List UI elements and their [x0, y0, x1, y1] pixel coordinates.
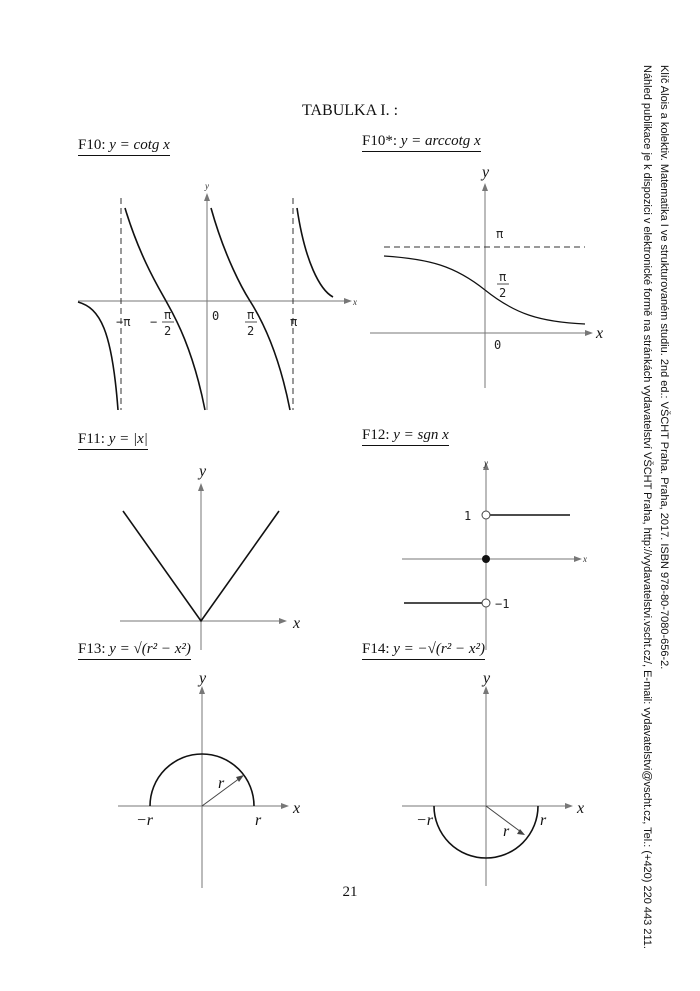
f12-tick-one: 1 — [464, 509, 471, 523]
page-number: 21 — [342, 884, 358, 900]
f10s-graph: x y π π 2 0 — [370, 164, 603, 388]
f14-radius — [485, 805, 522, 833]
f14-label: F14: — [362, 641, 390, 657]
f14-radius-arrow — [517, 829, 525, 835]
f10-x-label: x — [352, 297, 357, 307]
f10-tick-zero: 0 — [212, 309, 219, 323]
f10-branch-4 — [296, 207, 334, 298]
f10s-curve — [383, 255, 586, 325]
f11-y-arrow — [198, 483, 204, 491]
f12-origin-point — [482, 555, 490, 563]
f12-y-arrow — [483, 462, 489, 470]
f10-tick-neg-half-den: 2 — [164, 324, 171, 338]
f10s-tick-half-den: 2 — [499, 286, 506, 300]
f10-label: F10: — [78, 137, 106, 153]
f10s-y-label: y — [480, 164, 490, 181]
f10s-tick-half-num: π — [499, 270, 506, 284]
f10s-label: F10*: — [362, 133, 398, 149]
f10-y-arrow — [204, 193, 210, 201]
f10s-tick-pi: π — [496, 227, 503, 241]
f10s-y-arrow — [482, 183, 488, 191]
f13-radius-arrow — [236, 775, 244, 782]
f14-tick-neg-r: −r — [416, 812, 434, 829]
f13-y-label: y — [197, 670, 207, 687]
f13-caption: F13: y = √(r² − x²) — [78, 641, 191, 660]
side-note-line-2: Náhled publikace je k dispozici v elektr… — [641, 65, 653, 949]
f13-tick-neg-r: −r — [136, 812, 154, 829]
f14-curve — [433, 805, 539, 859]
f13-label: F13: — [78, 641, 106, 657]
f10-branch-2 — [124, 207, 206, 411]
f13-curve — [149, 753, 255, 807]
f11-y-label: y — [197, 463, 207, 480]
f11-curve — [122, 510, 280, 623]
f13-y-arrow — [199, 686, 205, 694]
f13-radius-label: r — [218, 775, 225, 792]
f12-y-label: y — [483, 458, 488, 468]
f14-formula: y = −√(r² − x²) — [393, 641, 486, 657]
f10-tick-half-num: π — [247, 308, 254, 322]
f10-tick-half-den: 2 — [247, 324, 254, 338]
f10-tick-neg-pi: −π — [116, 315, 130, 329]
page-heading: TABULKA I. : — [301, 102, 399, 119]
f10-x-arrow — [344, 298, 352, 304]
f14-y-label: y — [481, 670, 491, 687]
f14-caption: F14: y = −√(r² − x²) — [362, 641, 486, 660]
f12-x-arrow — [574, 556, 582, 562]
f13-radius — [201, 777, 241, 807]
f10-tick-neg-sign: − — [150, 315, 157, 329]
f11-formula: y = |x| — [108, 431, 148, 447]
f12-graph: x y 1 −1 — [402, 458, 587, 650]
f12-label: F12: — [362, 427, 390, 443]
f14-x-arrow — [565, 803, 573, 809]
f10s-formula: y = arccotg x — [400, 133, 481, 149]
f11-graph: x y — [120, 463, 300, 650]
f14-tick-r: r — [540, 812, 547, 829]
f11-x-arrow — [279, 618, 287, 624]
f10-branch-3 — [210, 207, 291, 411]
f12-open-point-top — [481, 510, 491, 520]
f13-formula: y = √(r² − x²) — [109, 641, 191, 657]
f14-x-label: x — [576, 800, 584, 817]
f10-branch-1 — [77, 301, 119, 411]
f10-graph: x y −π − π 2 0 π 2 π — [77, 181, 357, 411]
f10-formula: y = cotg x — [109, 137, 170, 153]
f12-formula: y = sgn x — [393, 427, 449, 443]
f10s-x-arrow — [585, 330, 593, 336]
f10s-tick-zero: 0 — [494, 338, 501, 352]
f13-tick-r: r — [255, 812, 262, 829]
f10s-x-label: x — [595, 325, 603, 342]
f12-x-label: x — [582, 554, 587, 564]
f10s-caption: F10*: y = arccotg x — [362, 133, 481, 152]
f13-graph: x y −r r r — [118, 670, 300, 888]
f14-graph: x y −r r r — [402, 670, 584, 886]
f10-tick-neg-half-num: π — [164, 308, 171, 322]
f11-x-label: x — [292, 615, 300, 632]
f10-y-label: y — [204, 181, 209, 191]
f13-x-arrow — [281, 803, 289, 809]
f10-tick-pi: π — [290, 315, 297, 329]
f11-caption: F11: y = |x| — [78, 431, 148, 450]
f14-radius-label: r — [503, 823, 510, 840]
side-note-line-1: Klíč Alois a kolektiv. Matematika I ve s… — [658, 65, 670, 670]
f12-tick-minus-one: −1 — [495, 597, 509, 611]
f10-caption: F10: y = cotg x — [78, 137, 170, 156]
f11-label: F11: — [78, 431, 105, 447]
f12-open-point-bottom — [481, 598, 491, 608]
f12-caption: F12: y = sgn x — [362, 427, 449, 446]
f13-x-label: x — [292, 800, 300, 817]
f14-y-arrow — [483, 686, 489, 694]
